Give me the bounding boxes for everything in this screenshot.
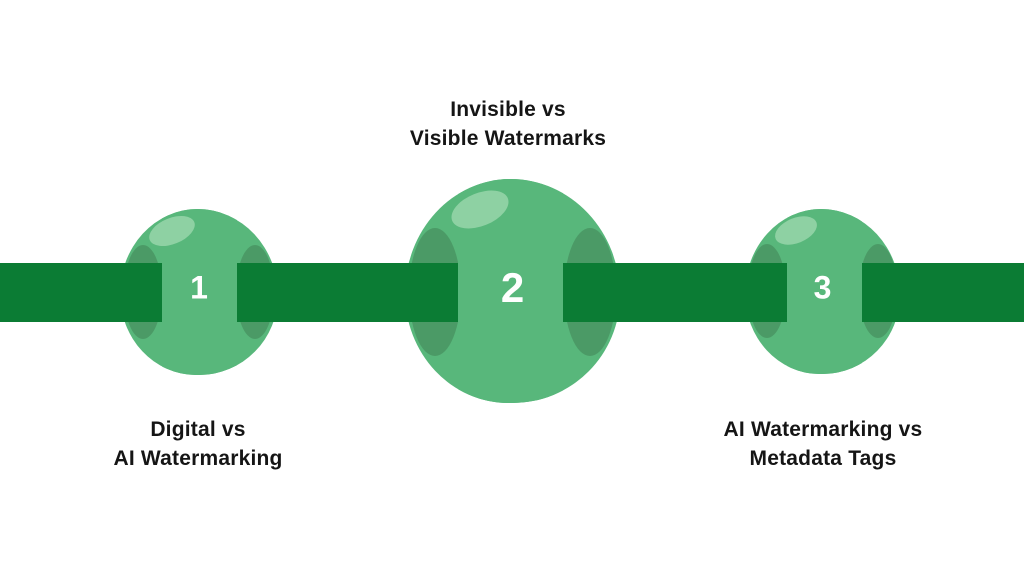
step-1-label-line-1: Digital vs — [150, 418, 246, 441]
timeline-bead-2-front: 2 — [458, 179, 563, 403]
bead-3-number: 3 — [813, 269, 832, 306]
bead-2-number: 2 — [500, 264, 525, 311]
step-3-label-line-2: Metadata Tags — [749, 447, 897, 470]
bead-1-number: 1 — [190, 269, 208, 306]
step-1-label-line-2: AI Watermarking — [113, 447, 283, 470]
step-1-label: Digital vs AI Watermarking — [0, 415, 398, 473]
step-2-label: Invisible vs Visible Watermarks — [308, 95, 708, 153]
step-3-label: AI Watermarking vs Metadata Tags — [623, 415, 1023, 473]
timeline-bead-3-front: 3 — [787, 209, 862, 374]
step-2-label-line-1: Invisible vs — [450, 98, 566, 121]
step-3-label-line-1: AI Watermarking vs — [723, 418, 923, 441]
timeline-bead-1-front: 1 — [162, 209, 237, 375]
step-2-label-line-2: Visible Watermarks — [409, 127, 607, 150]
